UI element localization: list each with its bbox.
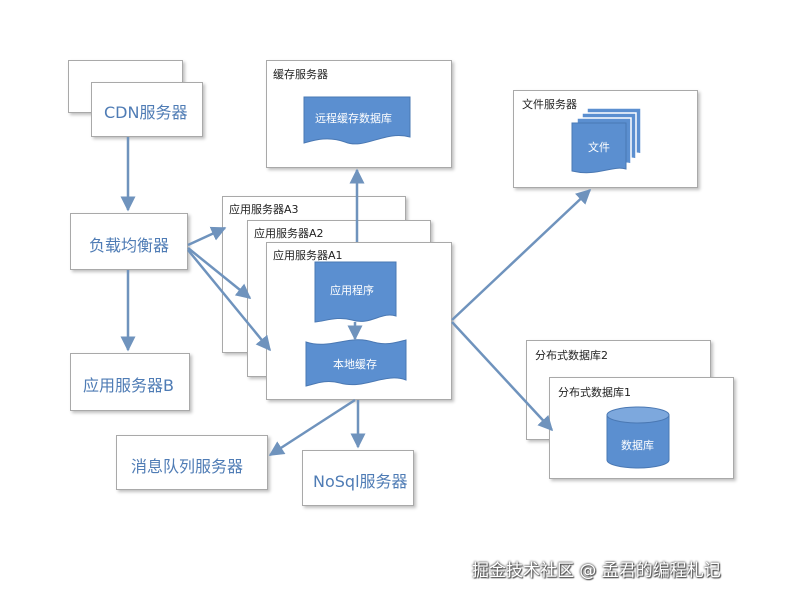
arrow-lb-to-a1 [187,249,271,352]
arrow-lb-to-a3 [187,226,227,247]
distributed-db2-label: 分布式数据库2 [535,349,608,362]
cache-server-box: 缓存服务器 [266,60,452,168]
arrow-a1-to-db [451,321,554,432]
database-cylinder-shape [606,406,670,469]
app-server-a2-label: 应用服务器A2 [254,227,324,240]
app-program-label: 应用程序 [330,284,374,297]
app-server-a3-label: 应用服务器A3 [229,203,299,216]
file-label: 文件 [588,141,610,154]
cdn-server-label: CDN服务器 [104,103,188,122]
app-server-b-label: 应用服务器B [83,376,174,395]
load-balancer-box: 负载均衡器 [70,213,188,270]
distributed-db1-label: 分布式数据库1 [558,386,631,399]
nosql-server-box: NoSql服务器 [302,450,414,506]
cdn-server-box: CDN服务器 [91,82,203,137]
nosql-server-label: NoSql服务器 [313,472,408,491]
file-server-label: 文件服务器 [522,98,577,111]
load-balancer-label: 负载均衡器 [89,236,170,255]
arrow-a1-to-mq [268,398,356,457]
arrow-a1-to-file [451,188,592,321]
app-server-a1-label: 应用服务器A1 [273,249,343,262]
arrow-lb-to-a2 [187,247,252,299]
watermark: 掘金技术社区 @ 孟君的编程札记 [472,561,721,581]
database-label: 数据库 [621,439,654,452]
remote-cache-db-shape [303,96,411,145]
remote-cache-db-label: 远程缓存数据库 [315,112,392,125]
message-queue-box: 消息队列服务器 [116,435,268,490]
cache-server-label: 缓存服务器 [273,68,328,81]
app-server-b-box: 应用服务器B [70,353,190,411]
message-queue-label: 消息队列服务器 [131,457,244,476]
file-stack-shape [571,107,642,174]
local-cache-label: 本地缓存 [333,358,377,371]
app-program-shape [314,261,397,323]
